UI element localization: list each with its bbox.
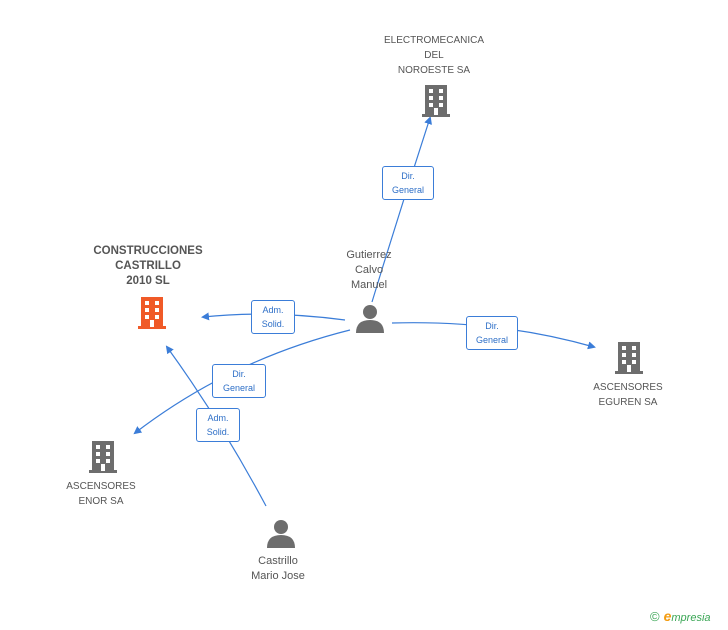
brand-name: mpresia [671,612,711,624]
building-icon-focus[interactable] [137,295,167,329]
copyright-icon: © [650,609,660,624]
person-icon[interactable] [266,518,296,548]
node-label-construcciones: CONSTRUCCIONES CASTRILLO 2010 SL [93,245,203,287]
node-label-gutierrez: Gutierrez Calvo Manuel [346,249,392,291]
node-label-electromecanica: ELECTROMECANICA DEL NOROESTE SA [383,35,485,76]
edge-label-dir-general[interactable]: Dir. General [466,316,518,350]
node-label-ascensores-eguren: ASCENSORES EGUREN SA [593,382,663,408]
node-label-castrillo: Castrillo Mario Jose [251,555,305,582]
edge-label-dir-general[interactable]: Dir. General [382,166,434,200]
person-icon[interactable] [355,303,385,333]
building-icon[interactable] [614,340,644,374]
edge-label-dir-general[interactable]: Dir. General [212,364,266,398]
building-icon[interactable] [421,83,451,117]
edge-label-adm-solid[interactable]: Adm. Solid. [251,300,295,334]
edge-gutierrez-electromecanica [371,116,432,303]
brand-initial: e [663,608,672,624]
node-label-ascensores-enor: ASCENSORES ENOR SA [66,481,136,507]
edge-label-adm-solid[interactable]: Adm. Solid. [196,408,240,442]
empresia-brand[interactable]: ©empresia [650,608,711,624]
building-icon[interactable] [88,439,118,473]
